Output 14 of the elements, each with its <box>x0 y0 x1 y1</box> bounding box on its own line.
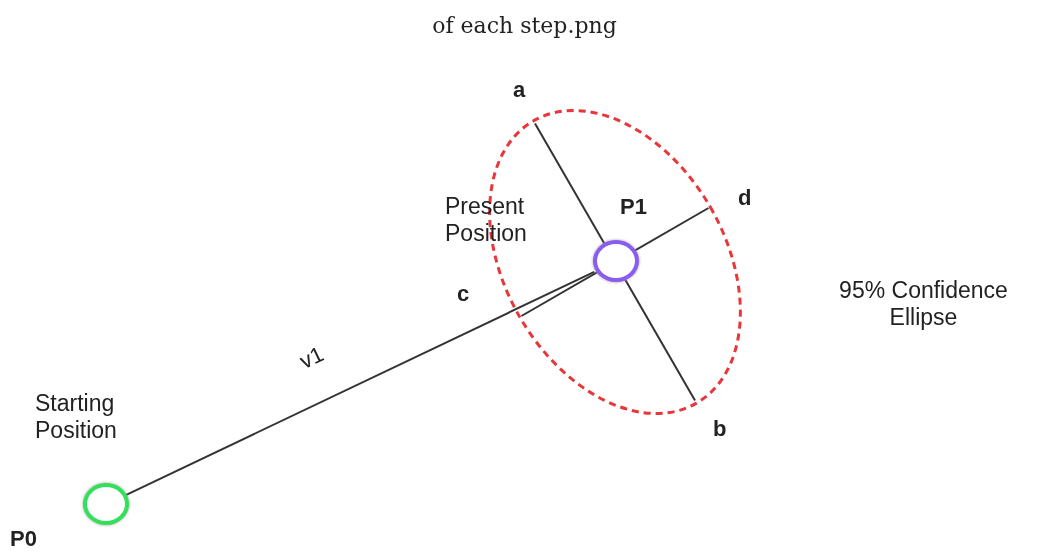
point-label: d <box>738 184 752 211</box>
point-label: a <box>513 76 526 103</box>
edge-label: v1 <box>295 339 328 375</box>
node-caption: P0 <box>10 525 37 552</box>
position-marker <box>593 240 639 282</box>
node-caption: Present Position <box>445 193 528 247</box>
point-label: b <box>713 415 727 442</box>
point-label: c <box>457 280 470 307</box>
node-caption: Starting Position <box>35 390 118 444</box>
node-caption: P1 <box>620 193 647 220</box>
position-marker <box>83 483 129 525</box>
ellipse-caption: 95% Confidence Ellipse <box>838 277 1009 331</box>
title: of each step.png <box>431 12 618 39</box>
connector-line <box>124 270 596 497</box>
